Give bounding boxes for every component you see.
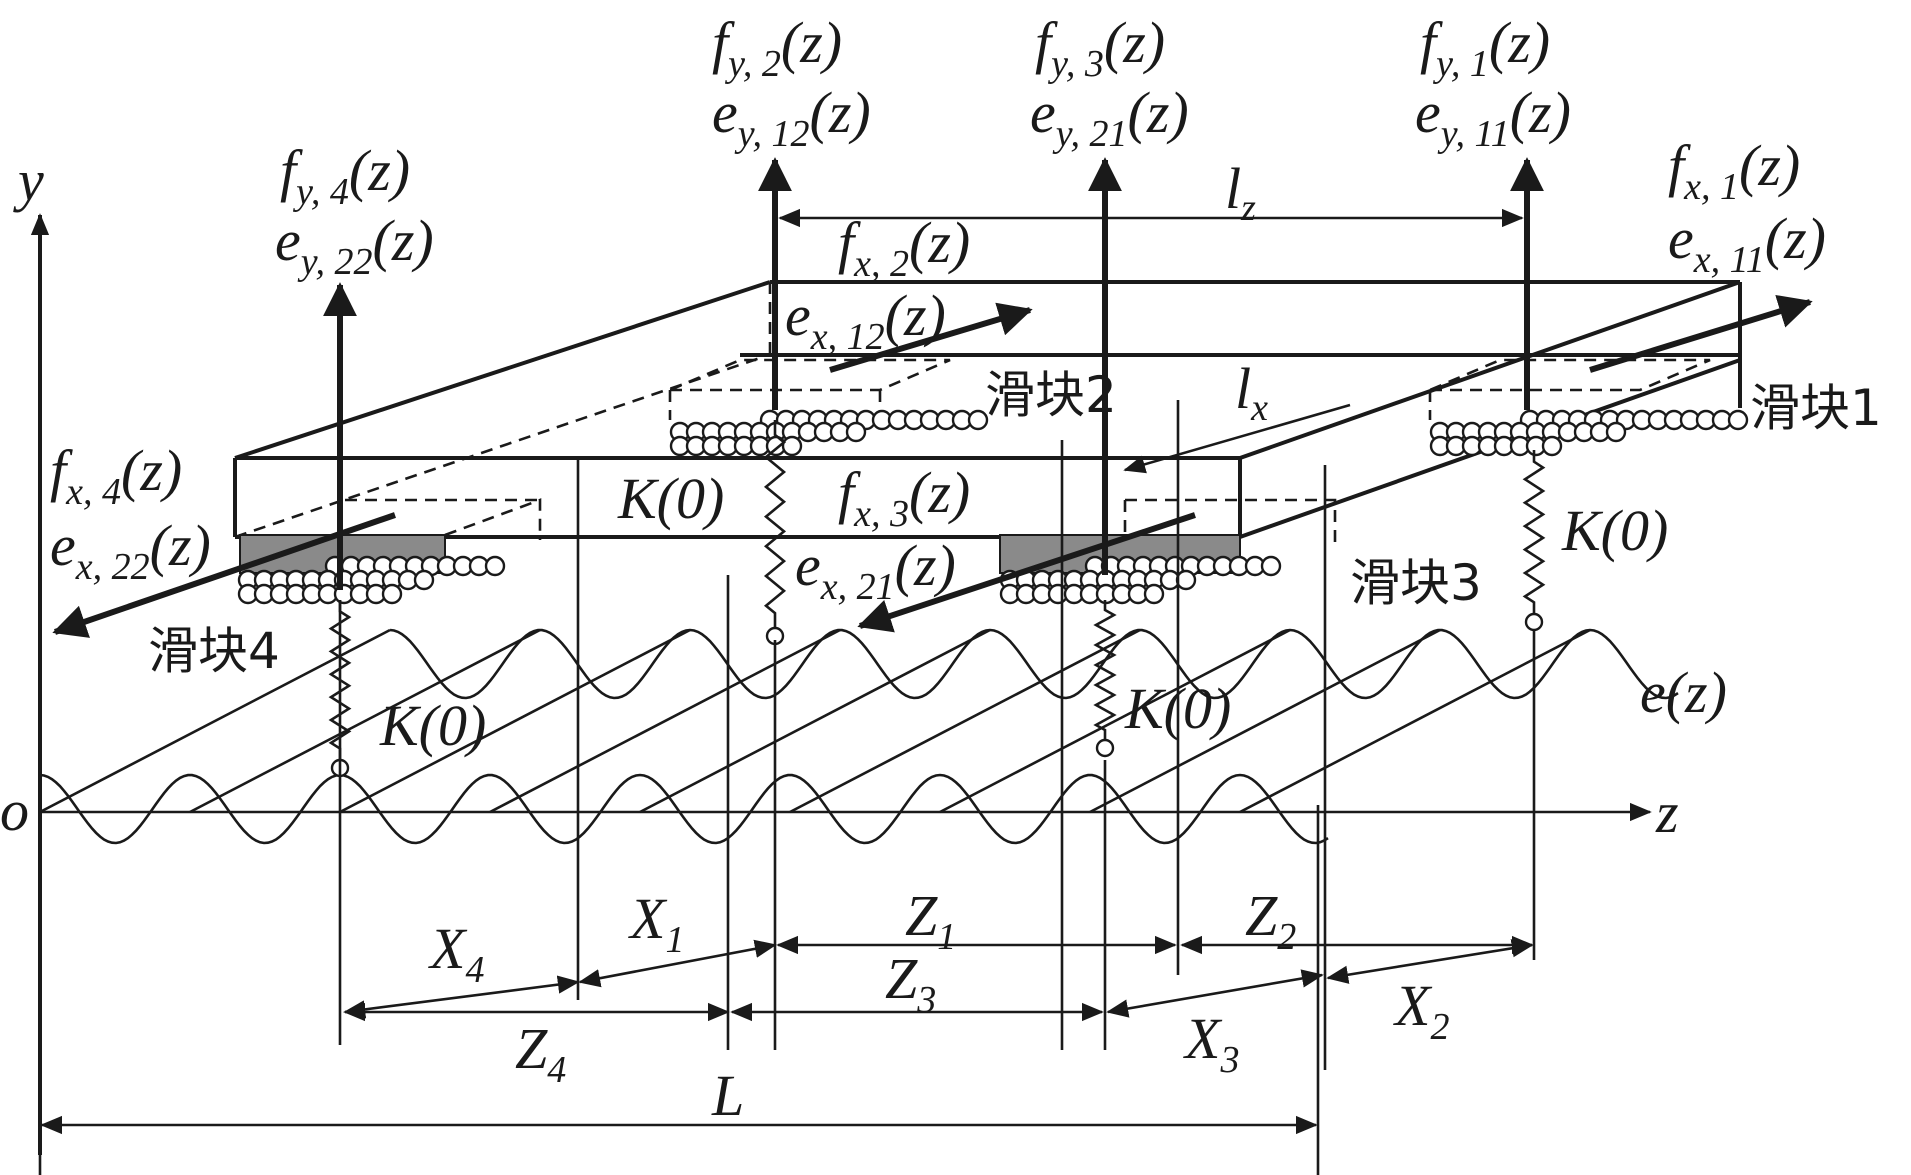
svg-text:fx, 1(z): fx, 1(z) bbox=[1668, 133, 1800, 208]
ball-bearing bbox=[1175, 569, 1197, 591]
z-axis-label: z bbox=[1655, 780, 1679, 845]
label-X1: X1 bbox=[628, 886, 684, 961]
label-slider-1: 滑块1 bbox=[1750, 379, 1882, 437]
rail-ridge-line bbox=[939, 628, 1291, 814]
svg-text:ey, 22(z): ey, 22(z) bbox=[275, 208, 434, 283]
y-axis-label: y bbox=[13, 148, 44, 213]
svg-text:fx, 3(z): fx, 3(z) bbox=[838, 460, 970, 535]
svg-text:fy, 2(z): fy, 2(z) bbox=[712, 10, 842, 85]
ball-bearing bbox=[967, 409, 989, 431]
label-Z3: Z3 bbox=[885, 946, 936, 1021]
fx4-arrow bbox=[52, 512, 396, 638]
lx-dimension bbox=[1123, 403, 1351, 474]
rail-ridge-line bbox=[189, 628, 541, 814]
svg-text:ex, 22(z): ex, 22(z) bbox=[50, 513, 211, 588]
label-ex11: ex, 11(z) bbox=[1668, 206, 1826, 281]
fx1-arrow bbox=[1589, 294, 1813, 373]
rail-ridge-line bbox=[339, 628, 691, 814]
svg-text:fx, 4(z): fx, 4(z) bbox=[50, 438, 182, 513]
label-k-spring3: K(0) bbox=[1124, 676, 1231, 741]
label-slider-4: 滑块4 bbox=[148, 622, 280, 680]
label-slider-2: 滑块2 bbox=[985, 366, 1117, 424]
rail-ridge-line bbox=[639, 628, 991, 814]
label-fy3: fy, 3(z) bbox=[1035, 10, 1165, 85]
dimension-arrows bbox=[40, 935, 1534, 1135]
label-L: L bbox=[711, 1063, 744, 1128]
label-lz: lz bbox=[1225, 156, 1256, 229]
slider-1 bbox=[1428, 358, 1749, 457]
slider-3 bbox=[999, 498, 1337, 605]
label-slider-3: 滑块3 bbox=[1350, 554, 1482, 612]
label-k-spring4: K(0) bbox=[379, 693, 486, 758]
label-k-spring1: K(0) bbox=[1561, 498, 1668, 563]
svg-text:ex, 12(z): ex, 12(z) bbox=[785, 283, 946, 358]
spring-1 bbox=[1522, 450, 1546, 632]
label-ey11: ey, 11(z) bbox=[1415, 80, 1571, 155]
rail-ridge-line bbox=[1089, 628, 1441, 814]
fx3-arrow bbox=[857, 512, 1196, 633]
label-fy4: fy, 4(z) bbox=[280, 138, 410, 213]
label-fx2: fx, 2(z) bbox=[838, 210, 970, 285]
label-ey12: ey, 12(z) bbox=[712, 80, 871, 155]
label-ex21: ex, 21(z) bbox=[795, 533, 956, 608]
slider-2 bbox=[668, 358, 989, 457]
label-X4: X4 bbox=[428, 916, 484, 991]
label-fx4: fx, 4(z) bbox=[50, 438, 182, 513]
label-fy2: fy, 2(z) bbox=[712, 10, 842, 85]
rail-ridge-line bbox=[1239, 628, 1591, 814]
label-rail-error: e(z) bbox=[1640, 660, 1727, 725]
ball-bearing bbox=[1605, 421, 1627, 443]
ball-bearing bbox=[781, 435, 803, 457]
label-Z1: Z1 bbox=[905, 883, 956, 958]
label-fy1: fy, 1(z) bbox=[1420, 10, 1550, 85]
label-fx1: fx, 1(z) bbox=[1668, 133, 1800, 208]
label-Z4: Z4 bbox=[515, 1016, 566, 1091]
rail-ridge-line bbox=[489, 628, 841, 814]
rail-ridge-line bbox=[39, 628, 391, 814]
rail-ridge-line bbox=[789, 628, 1141, 814]
ball-bearing bbox=[1727, 409, 1749, 431]
ball-bearing bbox=[1260, 555, 1282, 577]
label-lx: lx bbox=[1235, 356, 1268, 429]
label-ex22: ex, 22(z) bbox=[50, 513, 211, 588]
svg-text:fy, 3(z): fy, 3(z) bbox=[1035, 10, 1165, 85]
spring-2 bbox=[763, 420, 787, 646]
rail-surface bbox=[39, 628, 1679, 845]
label-X2: X2 bbox=[1393, 973, 1449, 1048]
origin-label: o bbox=[0, 778, 29, 843]
svg-text:ey, 12(z): ey, 12(z) bbox=[712, 80, 871, 155]
svg-text:ey, 11(z): ey, 11(z) bbox=[1415, 80, 1571, 155]
ball-bearing bbox=[845, 421, 867, 443]
spring-3 bbox=[1093, 600, 1117, 758]
svg-text:ex, 21(z): ex, 21(z) bbox=[795, 533, 956, 608]
ball-bearing bbox=[1541, 435, 1563, 457]
label-X3: X3 bbox=[1183, 1006, 1239, 1081]
svg-text:ey, 21(z): ey, 21(z) bbox=[1030, 80, 1189, 155]
ball-bearing bbox=[1143, 583, 1165, 605]
label-ex12: ex, 12(z) bbox=[785, 283, 946, 358]
svg-text:fy, 4(z): fy, 4(z) bbox=[280, 138, 410, 213]
svg-text:ex, 11(z): ex, 11(z) bbox=[1668, 206, 1826, 281]
fx2-arrow bbox=[829, 302, 1033, 373]
ball-bearing bbox=[381, 583, 403, 605]
label-k-spring2: K(0) bbox=[617, 466, 724, 531]
svg-text:fx, 2(z): fx, 2(z) bbox=[838, 210, 970, 285]
reference-lines bbox=[38, 400, 1536, 1175]
ball-bearing bbox=[413, 569, 435, 591]
label-ey21: ey, 21(z) bbox=[1030, 80, 1189, 155]
label-Z2: Z2 bbox=[1245, 883, 1296, 958]
label-fx3: fx, 3(z) bbox=[838, 460, 970, 535]
ball-bearing bbox=[484, 555, 506, 577]
label-ey22: ey, 22(z) bbox=[275, 208, 434, 283]
svg-text:fy, 1(z): fy, 1(z) bbox=[1420, 10, 1550, 85]
